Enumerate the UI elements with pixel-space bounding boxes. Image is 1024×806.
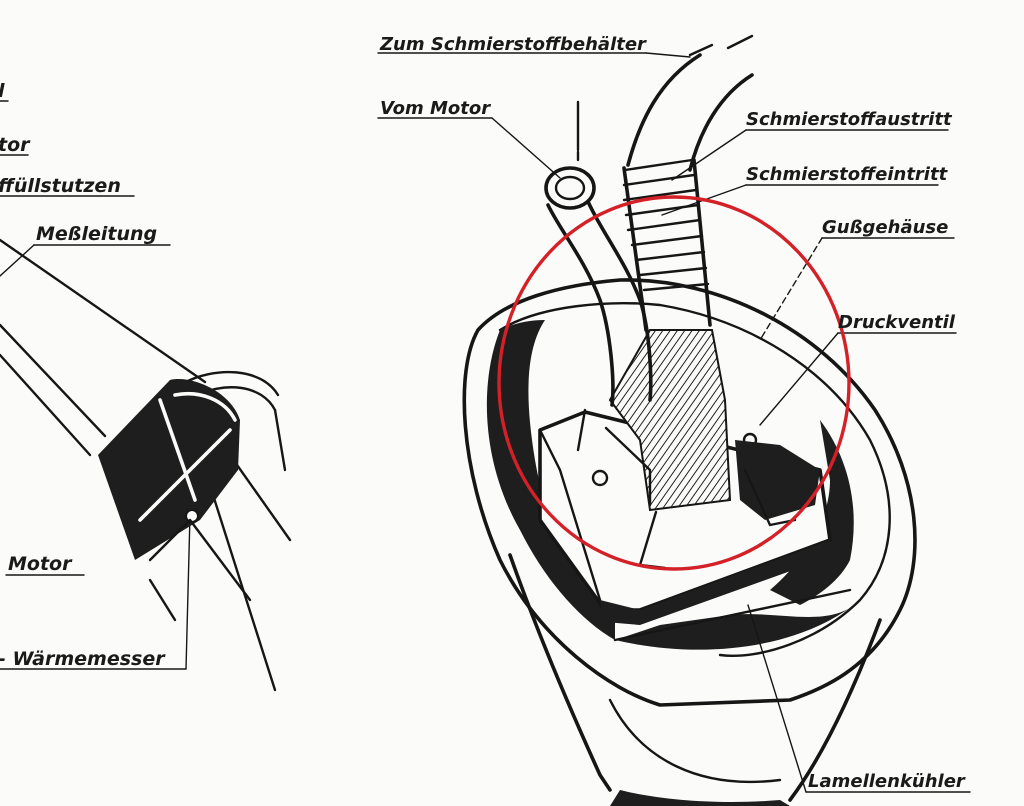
housing-base-shadow (600, 540, 835, 625)
label-partial-motor: tor (0, 134, 31, 156)
left-bolt (185, 509, 199, 523)
label-motor: Motor (8, 553, 73, 575)
left-label-underlines (0, 100, 187, 670)
right-leader-lines (491, 52, 839, 793)
highlight-circle (497, 195, 851, 571)
left-housing (98, 379, 240, 560)
label-thermometer: - Wärmemesser (0, 648, 166, 670)
cooler-inner-shadow-right (770, 420, 854, 605)
outlet-pipe (626, 53, 754, 172)
label-measure-line: Meßleitung (36, 223, 157, 245)
label-lamella-cooler: Lamellenkühler (808, 771, 966, 792)
right-figure: Zum Schmierstoffbehälter Vom Motor Schmi… (377, 34, 971, 806)
outlet-bellows (622, 158, 710, 292)
cooler-base-shadow (610, 790, 790, 806)
label-from-motor: Vom Motor (380, 98, 491, 119)
left-tube (0, 238, 292, 692)
cooler-rim-outer (462, 278, 917, 707)
inlet-fitting (544, 166, 596, 210)
pressure-valve (735, 440, 820, 520)
left-leader-lines (0, 244, 191, 670)
cooler-inner-shadow-left (486, 320, 615, 640)
label-lube-outlet: Schmierstoffaustritt (746, 109, 953, 130)
cooler-rim-inner (498, 302, 891, 657)
valve-connector (608, 329, 732, 512)
label-partial-top: l (0, 80, 5, 102)
housing-bolt-left (591, 469, 609, 487)
label-to-tank: Zum Schmierstoffbehälter (379, 34, 647, 55)
left-figure: l tor ffüllstutzen Meßleitung Motor - Wä… (0, 80, 292, 692)
cooler-body (508, 553, 882, 802)
label-lube-inlet: Schmierstoffeintritt (746, 164, 949, 185)
right-label-underlines (377, 52, 971, 793)
inlet-pipe (546, 193, 653, 407)
label-cast-housing: Gußgehäuse (822, 217, 948, 238)
label-fill-nozzle: ffüllstutzen (0, 175, 121, 197)
cooler-inner-shadow-bottom (615, 600, 860, 650)
arrows-to-tank (688, 34, 754, 57)
label-pressure-valve: Druckventil (838, 312, 956, 333)
